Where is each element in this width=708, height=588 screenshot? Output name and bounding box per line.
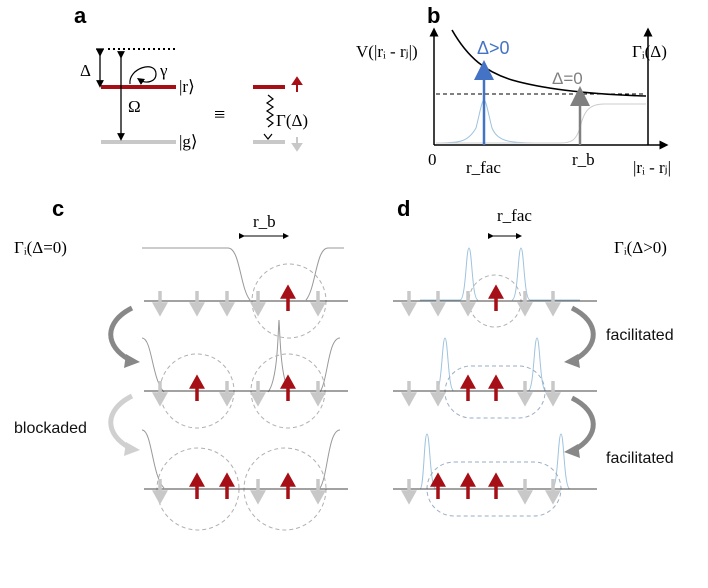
panel-c-scale-label: r_b (253, 212, 276, 231)
panel-d-letter: d (397, 196, 410, 221)
zero-detuning-label: Δ=0 (552, 69, 583, 88)
gamma-label: γ (159, 61, 168, 80)
panel-c-letter: c (52, 196, 64, 221)
d-row3-spin-2-up (430, 472, 446, 499)
d-row1-spin-2-down (430, 291, 446, 317)
equivalence-sign: ≡ (214, 104, 225, 126)
c-row1-spin-2-down (189, 291, 205, 317)
ket-g-label: |g⟩ (179, 132, 198, 151)
d-row2-spin-1-down (401, 381, 417, 407)
d-row3-rate (419, 433, 580, 490)
facilitated-label-1: facilitated (606, 327, 674, 344)
c-row3-spin-6-down (310, 479, 326, 505)
c-row3-spin-5-up (280, 472, 296, 499)
d-row2-spin-5-down (517, 381, 533, 407)
panel-a-letter: a (74, 3, 87, 28)
c-row2-spin-4-down (250, 381, 266, 407)
d-row1-spin-5-down (517, 291, 533, 317)
effective-down-arrow (291, 137, 303, 152)
d-row1-spin-3-down (460, 291, 476, 317)
c-row1-spin-4-down (250, 291, 266, 317)
d-row2-spin-6-down (545, 381, 561, 407)
c-row3-spin-2-up (189, 472, 205, 499)
d-transition-arrow-2 (570, 395, 596, 453)
c-row1-spin-6-down (310, 291, 326, 317)
c-row2-spin-2-up (189, 374, 205, 401)
panel-a: a Δ Ω γ |r⟩ |g⟩ ≡ Γ(Δ) (74, 3, 308, 152)
r-b-label: r_b (572, 150, 595, 169)
c-spin-chains (144, 284, 348, 505)
d-row2-facilitation-region (444, 365, 546, 419)
c-row3-rate (141, 429, 341, 489)
c-row3-spin-1-down (152, 479, 168, 505)
d-spin-chains (393, 284, 597, 505)
panel-c: c Γᵢ(Δ=0) r_b blockaded (14, 196, 348, 531)
effective-up-arrow (291, 76, 303, 92)
c-row1-spin-1-down (152, 291, 168, 317)
decay-loop (129, 66, 157, 85)
d-row3-spin-1-down (401, 479, 417, 505)
c-row3-spin-4-down (250, 479, 266, 505)
d-row2-spin-3-up (460, 374, 476, 401)
potential-curve (451, 29, 647, 97)
c-transition-arrow-2 (108, 393, 134, 451)
c-row1-spin-3-down (219, 291, 235, 317)
rate-axis-label: Γᵢ(Δ) (632, 42, 667, 61)
d-row1-spin-4-up (488, 284, 504, 311)
panel-b: b V(|rᵢ - rⱼ|) Γᵢ(Δ) Δ>0 Δ=0 0 r_fac r_b… (356, 3, 671, 177)
rate-wiggle (265, 94, 275, 128)
rate-label: Γ(Δ) (276, 111, 308, 130)
d-transition-arrow-1 (570, 305, 596, 363)
facilitated-label-2: facilitated (606, 450, 674, 467)
panel-d: d Γᵢ(Δ>0) r_fac facilitated facilitated (393, 196, 674, 517)
d-row1-spin-1-down (401, 291, 417, 317)
delta-label: Δ (80, 61, 91, 80)
omega-label: Ω (128, 97, 141, 116)
c-row1-rate (142, 247, 344, 301)
d-row3-spin-6-down (545, 479, 561, 505)
panel-d-scale-label: r_fac (497, 206, 532, 225)
panel-b-letter: b (427, 3, 440, 28)
d-row1-spin-6-down (545, 291, 561, 317)
d-row3-spin-3-up (460, 472, 476, 499)
c-row2-spin-3-down (219, 381, 235, 407)
d-row3-spin-5-down (517, 479, 533, 505)
c-row2-spin-1-down (152, 381, 168, 407)
c-row2-spin-6-down (310, 381, 326, 407)
d-row2-spin-4-up (488, 374, 504, 401)
positive-detuning-label: Δ>0 (477, 38, 510, 58)
c-transition-arrow-1 (108, 305, 134, 363)
r-fac-label: r_fac (466, 158, 501, 177)
d-row2-spin-2-down (430, 381, 446, 407)
ket-r-label: |r⟩ (179, 77, 195, 96)
c-row2-spin-5-up (280, 374, 296, 401)
blockade-step (436, 103, 646, 144)
panel-d-rate-label: Γᵢ(Δ>0) (614, 238, 667, 257)
blockaded-label: blockaded (14, 420, 87, 437)
distance-axis-label: |rᵢ - rⱼ| (633, 158, 671, 177)
c-row1-spin-5-up (280, 284, 296, 311)
potential-axis-label: V(|rᵢ - rⱼ|) (356, 42, 418, 61)
origin-label: 0 (428, 150, 437, 169)
c-row3-spin-3-up (219, 472, 235, 499)
d-row3-spin-4-up (488, 472, 504, 499)
facilitation-peak (435, 99, 541, 144)
panel-c-rate-label: Γᵢ(Δ=0) (14, 238, 67, 257)
d-row1-rate (420, 247, 580, 301)
